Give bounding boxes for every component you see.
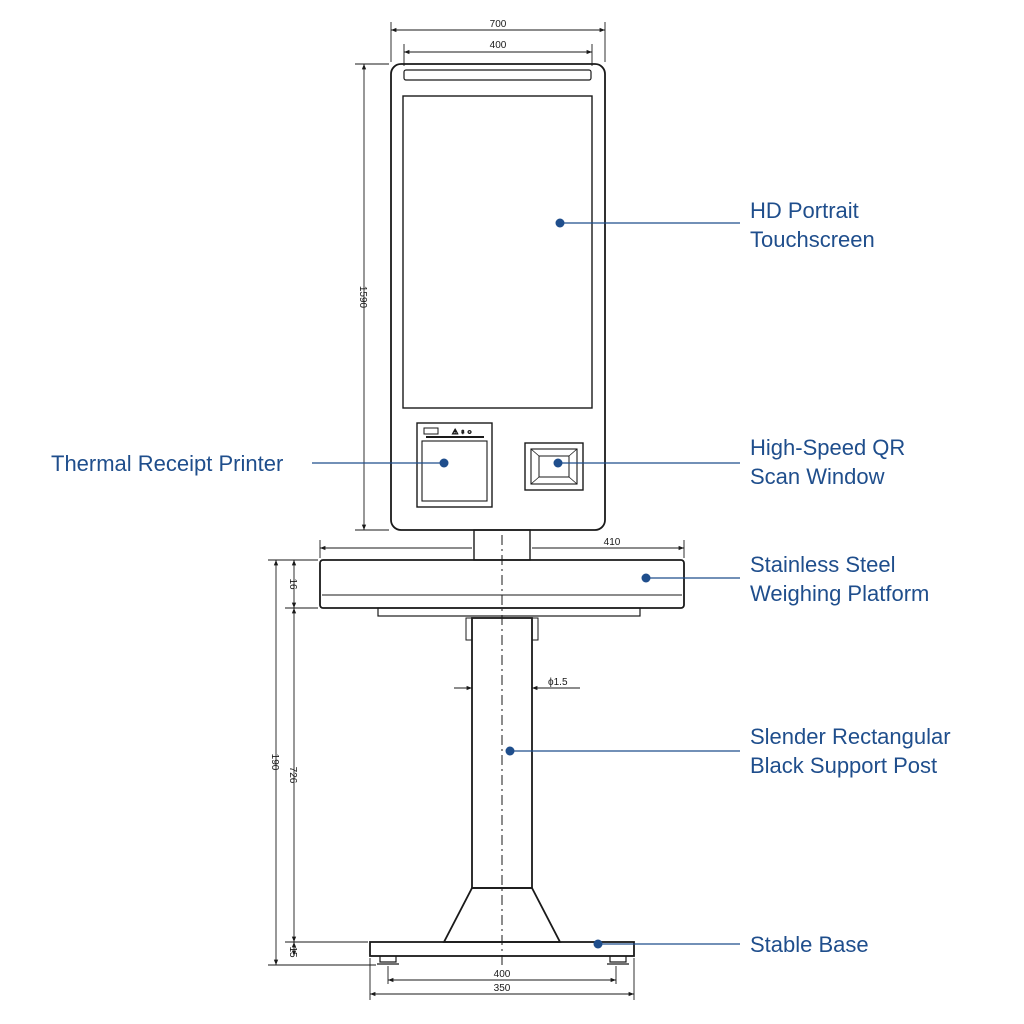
- dim-stand-height: 190: [269, 754, 280, 771]
- thermal-printer: ⚠ ♀ ○: [416, 422, 493, 508]
- callout-base: Stable Base: [750, 930, 869, 959]
- callout-touchscreen-line1: HD Portrait: [750, 198, 859, 223]
- callout-printer: Thermal Receipt Printer: [51, 449, 283, 478]
- callout-scanner-line2: Scan Window: [750, 464, 885, 489]
- leader-dot-base: [593, 939, 603, 949]
- callout-base-line1: Stable Base: [750, 932, 869, 957]
- leader-dot-touchscreen: [555, 218, 565, 228]
- callout-post: Slender Rectangular Black Support Post: [750, 722, 951, 780]
- callout-printer-line1: Thermal Receipt Printer: [51, 451, 284, 476]
- callout-platform: Stainless Steel Weighing Platform: [750, 550, 929, 608]
- callout-post-line1: Slender Rectangular: [750, 724, 951, 749]
- callout-touchscreen: HD Portrait Touchscreen: [750, 196, 875, 254]
- dim-base-width-outer: 350: [494, 983, 511, 994]
- dim-post-height: 726: [287, 767, 298, 784]
- dim-screen-width: 400: [490, 40, 507, 51]
- callout-scanner: High-Speed QR Scan Window: [750, 433, 905, 491]
- callout-post-line2: Black Support Post: [750, 753, 938, 778]
- dimension-labels: 700 400 1590 410 16 190 726 15 ϕ1.5 400 …: [269, 19, 621, 994]
- dim-kiosk-height: 1590: [357, 286, 368, 309]
- dim-post-diameter: ϕ1.5: [548, 677, 568, 688]
- leader-dot-printer: [439, 458, 449, 468]
- callout-platform-line2: Weighing Platform: [750, 581, 930, 606]
- leader-dot-scanner: [553, 458, 563, 468]
- kiosk-head: ⚠ ♀ ○: [390, 63, 606, 561]
- callout-scanner-line1: High-Speed QR: [750, 435, 906, 460]
- dim-platform-width: 410: [604, 537, 621, 548]
- dim-base-thickness: 15: [287, 946, 298, 958]
- kiosk-housing: [390, 63, 606, 531]
- leader-dot-platform: [641, 573, 651, 583]
- callout-platform-line1: Stainless Steel: [750, 552, 896, 577]
- top-slot: [403, 69, 592, 81]
- leader-lines: [312, 218, 740, 949]
- dim-platform-thickness: 16: [287, 578, 298, 590]
- svg-text:⚠ ♀ ○: ⚠ ♀ ○: [452, 428, 472, 436]
- qr-scan-window: [524, 442, 584, 491]
- dim-base-width-inner: 400: [494, 969, 511, 980]
- dimension-lines: [268, 22, 685, 1000]
- dim-kiosk-outer-width: 700: [490, 19, 507, 30]
- touchscreen-display: [402, 95, 593, 409]
- callout-touchscreen-line2: Touchscreen: [750, 227, 875, 252]
- leader-dot-post: [505, 746, 515, 756]
